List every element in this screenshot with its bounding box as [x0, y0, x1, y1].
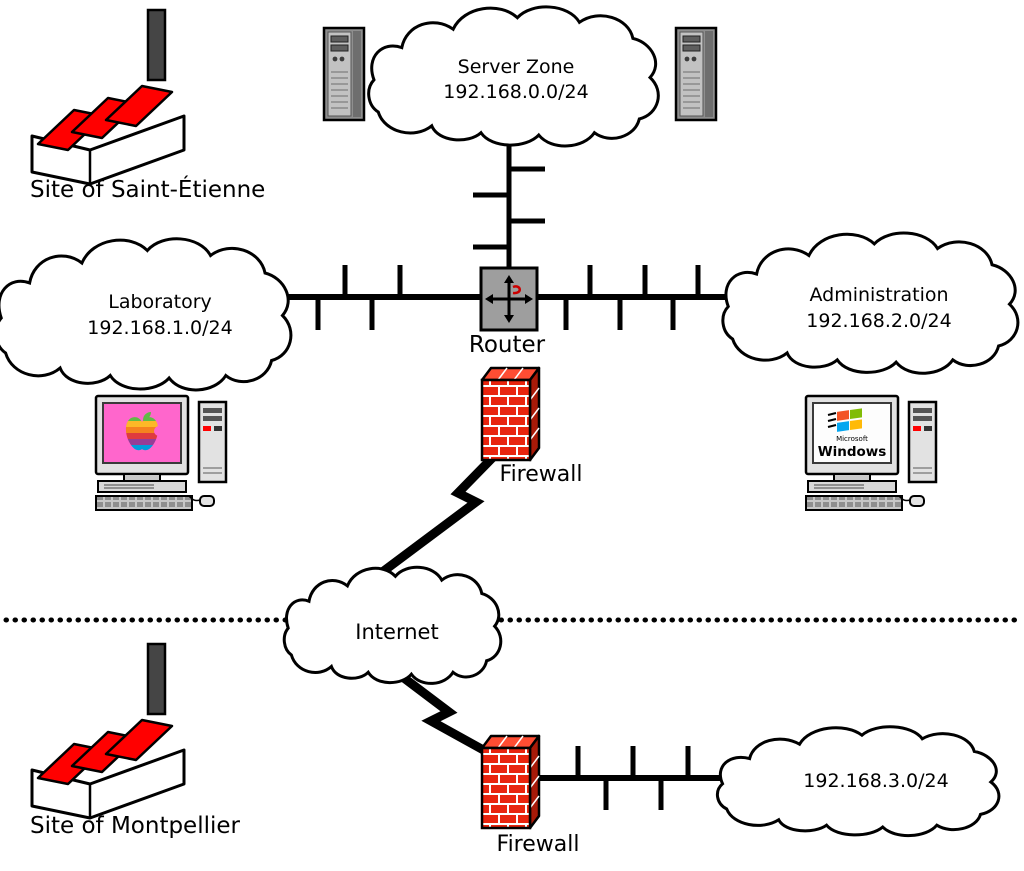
- windows-logo-icon: Microsoft Windows: [818, 408, 887, 460]
- server-tower-left: [322, 26, 366, 122]
- lightning-link-top: [378, 445, 505, 577]
- administration-subnet: 192.168.2.0/24: [806, 310, 951, 332]
- firewall-icon: [480, 366, 541, 462]
- server-tower-icon: [322, 26, 366, 122]
- administration-name: Administration: [809, 284, 948, 306]
- firewall-bottom: [480, 734, 541, 830]
- factory-saint-etienne: [30, 8, 186, 186]
- windows-brand-text: Microsoft: [836, 435, 868, 443]
- router-label: Router: [469, 332, 546, 358]
- server-zone-bus: [473, 142, 545, 268]
- internet-label: Internet: [355, 620, 438, 644]
- apple-computer: [94, 394, 228, 512]
- router-node: [479, 266, 539, 332]
- firewall-top: [480, 366, 541, 462]
- factory-icon: [30, 642, 186, 820]
- laboratory-cloud: [0, 236, 293, 392]
- firewall-top-label: Firewall: [500, 462, 583, 487]
- laboratory-subnet: 192.168.1.0/24: [87, 317, 232, 339]
- factory-icon: [30, 8, 186, 186]
- windows-product-text: Windows: [818, 444, 887, 460]
- server-tower-right: [674, 26, 718, 122]
- lightning-link-bottom: [393, 668, 490, 756]
- server-zone-subnet: 192.168.0.0/24: [443, 81, 588, 103]
- factory-montpellier: [30, 642, 186, 820]
- firewall-icon: [480, 734, 541, 830]
- montpellier-bus: [538, 746, 724, 810]
- site-label-montpellier: Site of Montpellier: [30, 813, 241, 839]
- server-tower-icon: [674, 26, 718, 122]
- montpellier-lan-subnet: 192.168.3.0/24: [803, 770, 948, 792]
- laboratory-name: Laboratory: [108, 291, 212, 313]
- windows-computer: Microsoft Windows: [804, 394, 938, 512]
- server-zone-name: Server Zone: [458, 56, 575, 78]
- site-label-saint-etienne: Site of Saint-Étienne: [30, 175, 265, 203]
- firewall-bottom-label: Firewall: [497, 832, 580, 857]
